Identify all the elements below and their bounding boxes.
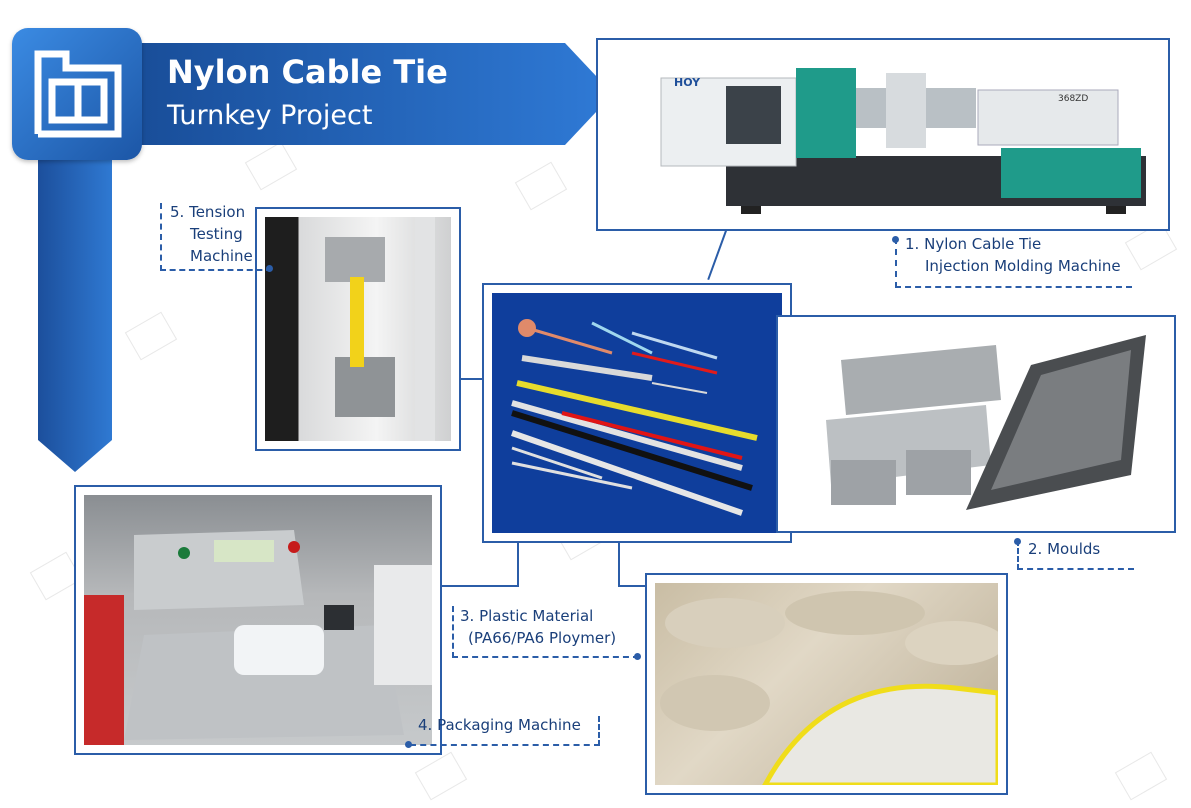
window-frame-icon: [34, 50, 122, 138]
page-subtitle: Turnkey Project: [167, 100, 373, 131]
tension-testing-frame: [255, 207, 461, 451]
tension-testing-photo: [265, 217, 451, 441]
label-1: 1. Nylon Cable Tie Injection Molding Mac…: [905, 233, 1121, 277]
label-5-line2: Testing: [190, 225, 243, 243]
label-5: 5. Tension Testing Machine: [170, 201, 253, 267]
label-4-dot: [405, 741, 412, 748]
moulds-frame: [776, 315, 1176, 533]
label-3-box: [452, 606, 639, 658]
machine-brand: HOY: [674, 76, 701, 89]
label-4-box: [410, 716, 600, 746]
injection-machine-photo: HOY 368ZD: [606, 48, 1160, 221]
cable-ties-photo: [492, 293, 782, 533]
label-1-dot: [892, 236, 899, 243]
horizontal-banner-arrow: [100, 43, 613, 145]
label-2-box: [1017, 540, 1134, 570]
label-1-line2: Injection Molding Machine: [925, 257, 1121, 275]
logo-badge: [12, 28, 142, 160]
label-5-line1: Tension: [189, 203, 246, 221]
machine-model: 368ZD: [1058, 94, 1089, 104]
label-4: 4. Packaging Machine: [418, 714, 581, 736]
label-5-number: 5.: [170, 203, 185, 221]
label-2-line1: Moulds: [1047, 540, 1101, 558]
label-2: 2. Moulds: [1028, 538, 1100, 560]
label-5-line3: Machine: [190, 247, 253, 265]
label-4-number: 4.: [418, 716, 433, 734]
packaging-machine-frame: [74, 485, 442, 755]
label-1-number: 1.: [905, 235, 920, 253]
label-2-number: 2.: [1028, 540, 1043, 558]
label-3-line2: (PA66/PA6 Ploymer): [468, 629, 617, 647]
label-1-line1: Nylon Cable Tie: [924, 235, 1042, 253]
label-3: 3. Plastic Material (PA66/PA6 Ploymer): [460, 605, 616, 649]
label-5-box: [160, 203, 272, 271]
label-3-number: 3.: [460, 607, 475, 625]
label-3-dot: [634, 653, 641, 660]
vertical-banner-arrow: [38, 120, 112, 472]
plastic-material-photo: [655, 583, 998, 785]
packaging-machine-photo: [84, 495, 432, 745]
label-1-box: [895, 238, 1132, 288]
injection-machine-frame: HOY 368ZD: [596, 38, 1170, 231]
label-2-dot: [1014, 538, 1021, 545]
plastic-material-frame: [645, 573, 1008, 795]
page-title: Nylon Cable Tie: [167, 53, 448, 91]
label-4-line1: Packaging Machine: [437, 716, 581, 734]
label-3-line1: Plastic Material: [479, 607, 594, 625]
label-5-dot: [266, 265, 273, 272]
cable-ties-frame: [482, 283, 792, 543]
moulds-photo: [786, 325, 1166, 523]
